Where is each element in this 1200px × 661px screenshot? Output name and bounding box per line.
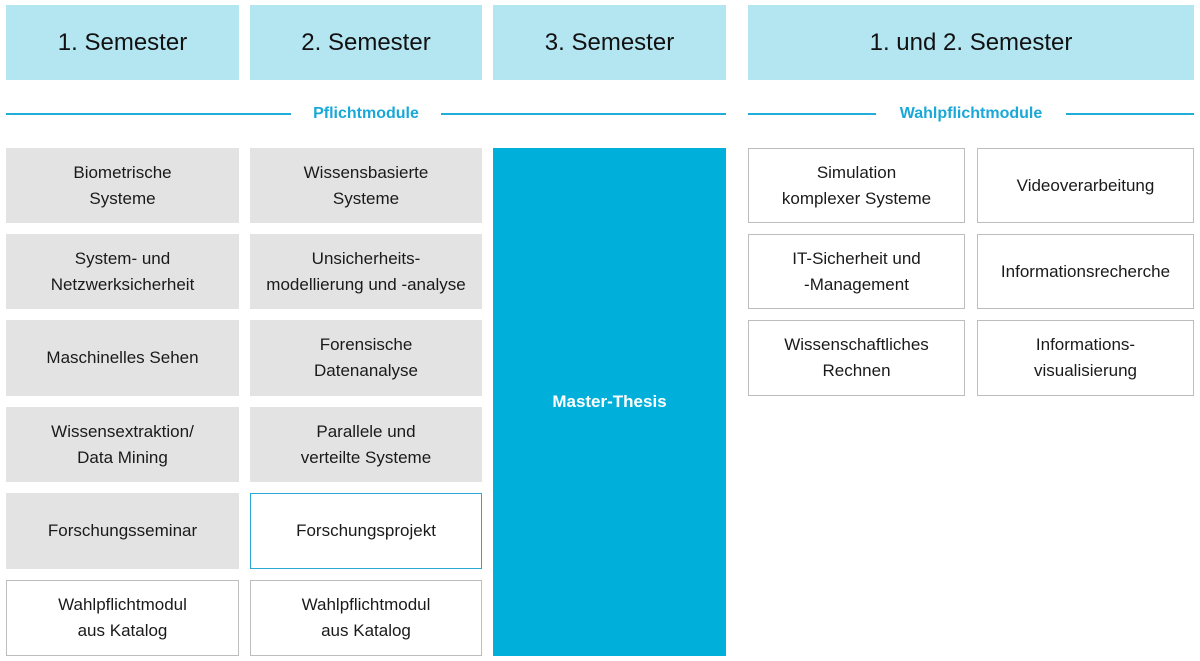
module-wahlpflicht-katalog-1: Wahlpflichtmodul aus Katalog (6, 580, 239, 656)
section-label-pflicht: Pflichtmodule (291, 104, 441, 124)
header-semester-2: 2. Semester (250, 5, 482, 80)
module-forensische-datenanalyse: Forensische Datenanalyse (250, 320, 482, 396)
module-unsicherheitsmodellierung: Unsicherheits- modellierung und -analyse (250, 234, 482, 309)
header-semester-3: 3. Semester (493, 5, 726, 80)
module-parallele-systeme: Parallele und verteilte Systeme (250, 407, 482, 482)
section-label-wahlpflicht: Wahlpflichtmodule (876, 104, 1066, 124)
module-biometrische-systeme: Biometrische Systeme (6, 148, 239, 223)
module-system-netzwerksicherheit: System- und Netzwerksicherheit (6, 234, 239, 309)
module-forschungsprojekt: Forschungsprojekt (250, 493, 482, 569)
module-maschinelles-sehen: Maschinelles Sehen (6, 320, 239, 396)
elective-it-sicherheit: IT-Sicherheit und -Management (748, 234, 965, 309)
module-wissensbasierte-systeme: Wissensbasierte Systeme (250, 148, 482, 223)
elective-wissenschaftliches-rechnen: Wissenschaftliches Rechnen (748, 320, 965, 396)
module-master-thesis: Master-Thesis (493, 148, 726, 656)
header-semester-1-2: 1. und 2. Semester (748, 5, 1194, 80)
module-forschungsseminar: Forschungsseminar (6, 493, 239, 569)
elective-simulation: Simulation komplexer Systeme (748, 148, 965, 223)
elective-videoverarbeitung: Videoverarbeitung (977, 148, 1194, 223)
header-semester-1: 1. Semester (6, 5, 239, 80)
module-wahlpflicht-katalog-2: Wahlpflichtmodul aus Katalog (250, 580, 482, 656)
elective-informationsrecherche: Informationsrecherche (977, 234, 1194, 309)
module-wissensextraktion: Wissensextraktion/ Data Mining (6, 407, 239, 482)
elective-informationsvisualisierung: Informations- visualisierung (977, 320, 1194, 396)
